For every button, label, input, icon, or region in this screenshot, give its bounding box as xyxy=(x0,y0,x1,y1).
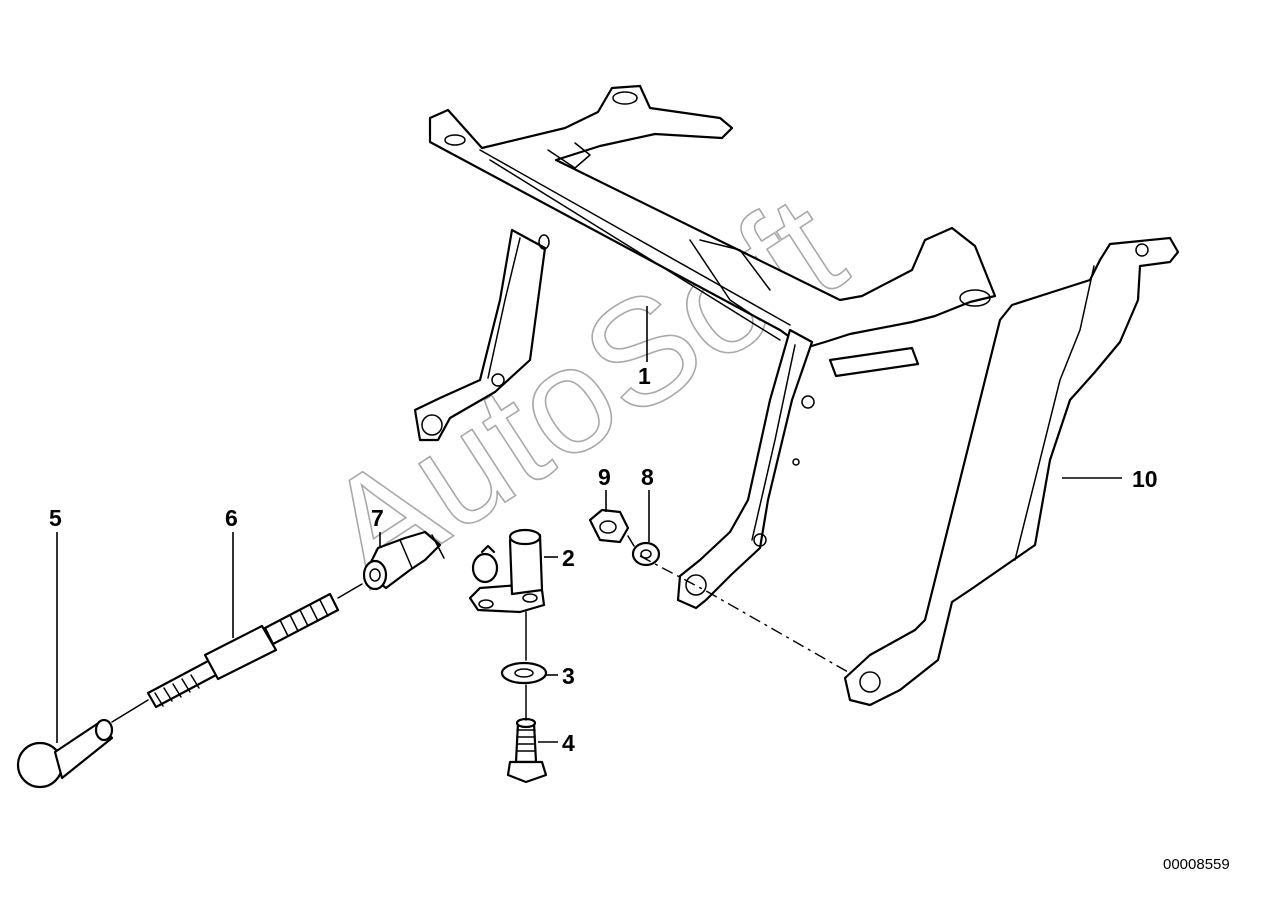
part-4-bolt xyxy=(506,717,548,784)
callout-6: 6 xyxy=(225,505,238,531)
part-8-washer xyxy=(631,541,661,567)
part-2-ball-joint xyxy=(468,528,546,614)
axis-line-rod-bushing xyxy=(337,583,363,599)
callout-8: 8 xyxy=(641,464,654,490)
part-1-frame xyxy=(413,84,997,610)
callout-5: 5 xyxy=(49,505,62,531)
callout-4: 4 xyxy=(562,730,575,756)
part-9-nut xyxy=(588,508,630,544)
part-3-washer xyxy=(500,661,548,685)
callout-7: 7 xyxy=(371,505,384,531)
part-5-knob xyxy=(16,718,114,789)
part-7-bushing xyxy=(362,530,445,591)
diagram-id: 00008559 xyxy=(1163,856,1230,873)
part-6-threaded-rod xyxy=(146,592,340,709)
callout-1: 1 xyxy=(638,363,651,389)
axis-line-knob xyxy=(111,699,149,723)
callout-2: 2 xyxy=(562,545,575,571)
callout-9: 9 xyxy=(598,464,611,490)
axis-line-frame-bracket xyxy=(639,555,849,673)
callout-3: 3 xyxy=(562,663,575,689)
part-10-support-bracket xyxy=(843,236,1180,707)
axis-line-nut-washer xyxy=(627,535,635,547)
callout-10: 10 xyxy=(1132,466,1158,492)
